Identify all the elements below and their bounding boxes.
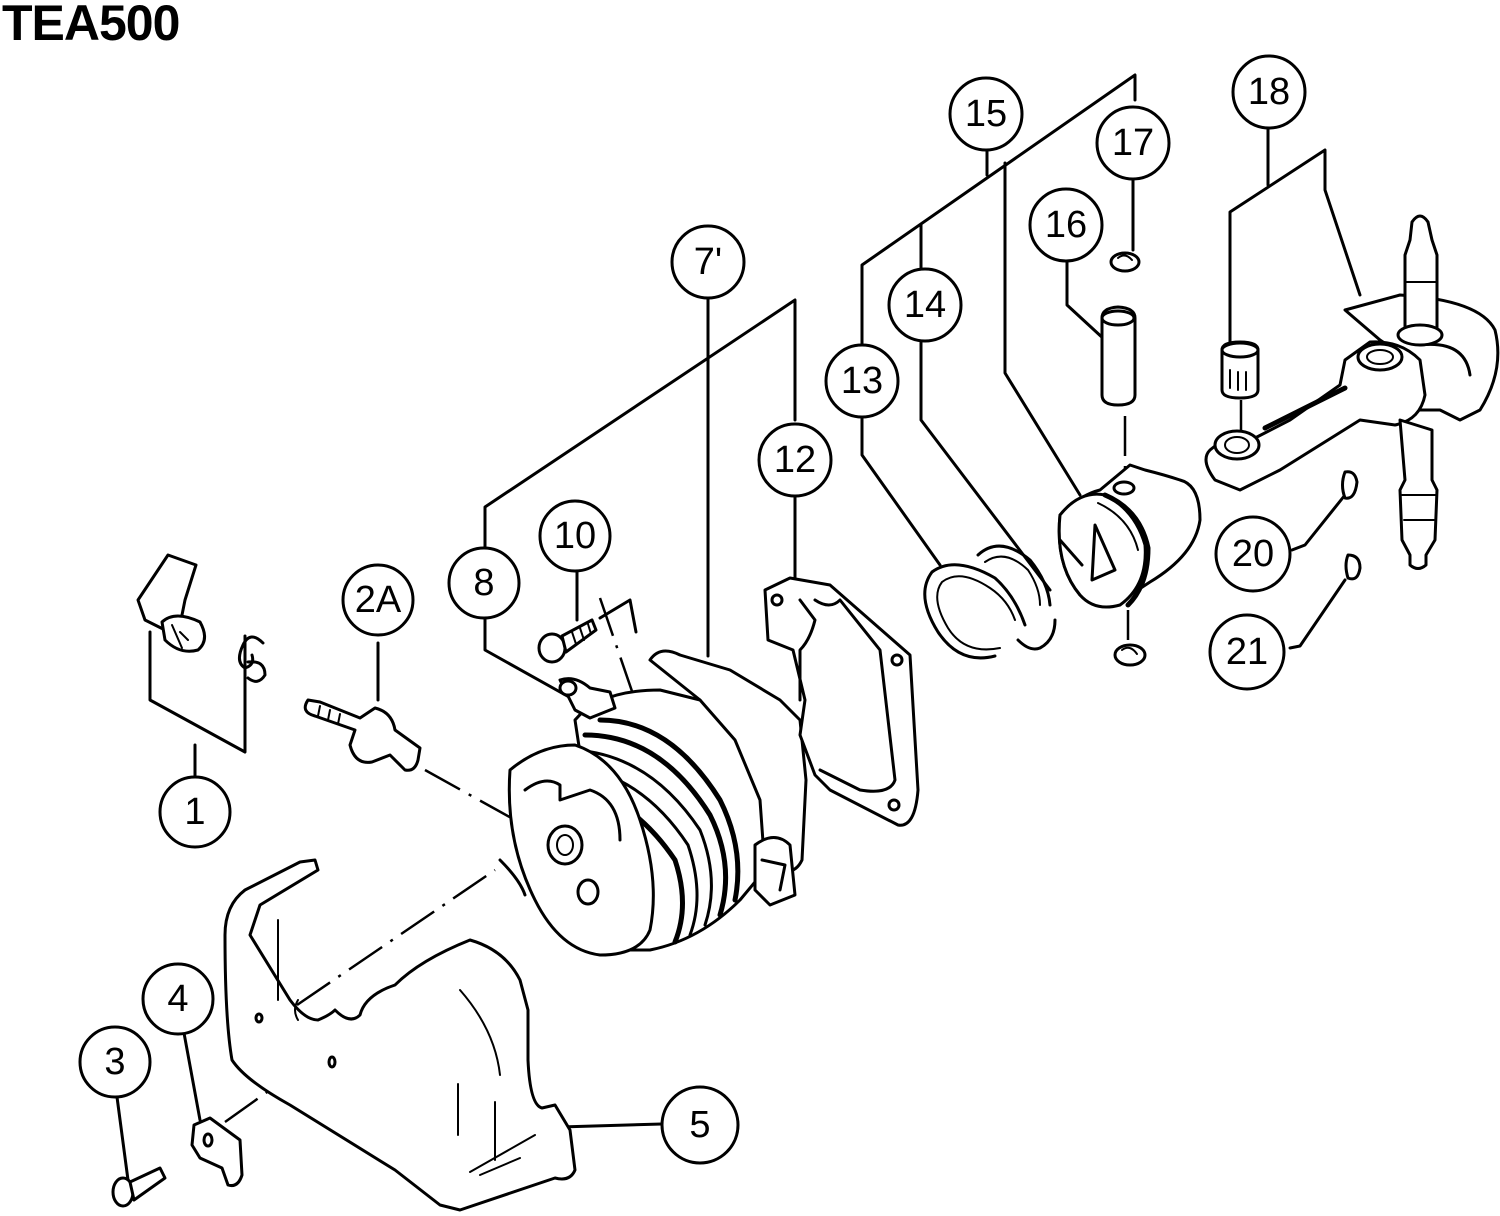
callout-label: 3 — [104, 1041, 125, 1083]
callout-label: 18 — [1248, 71, 1290, 113]
part-17-circlip-bottom — [1113, 643, 1147, 667]
callout-label: 7' — [694, 241, 722, 283]
callout-label: 4 — [167, 978, 188, 1020]
callout-label: 2A — [355, 579, 402, 621]
callout-label: 1 — [184, 791, 205, 833]
callout-5[interactable]: 5 — [660, 1085, 740, 1165]
callout-1[interactable]: 1 — [158, 775, 232, 849]
part-4-nut — [190, 1116, 244, 1187]
callout-21[interactable]: 21 — [1208, 613, 1286, 691]
callout-15[interactable]: 15 — [948, 76, 1024, 152]
part-14-piston-ring — [976, 544, 1057, 651]
callout-14[interactable]: 14 — [887, 267, 963, 343]
part-21-key — [1344, 553, 1362, 581]
callout-label: 5 — [689, 1104, 710, 1146]
callout-13[interactable]: 13 — [824, 343, 900, 419]
callout-10[interactable]: 10 — [538, 499, 612, 573]
callout-4[interactable]: 4 — [141, 962, 215, 1036]
callout-label: 17 — [1112, 122, 1154, 164]
part-12-gasket — [763, 576, 920, 827]
part-16-piston-pin — [1100, 305, 1137, 407]
callout-2a[interactable]: 2A — [341, 563, 415, 637]
callout-label: 21 — [1226, 631, 1268, 673]
part-10-screw — [537, 598, 638, 664]
part-1-spark-plug-boot — [136, 553, 267, 683]
part-2a-spark-plug — [303, 698, 422, 772]
callout-label: 15 — [965, 93, 1007, 135]
callout-8[interactable]: 8 — [447, 546, 521, 620]
callout-label: 10 — [554, 515, 596, 557]
part-13-piston-ring — [923, 563, 1027, 660]
callout-label: 20 — [1232, 533, 1274, 575]
part-3-screw — [111, 1166, 167, 1208]
part-5-cylinder-cover — [223, 858, 577, 1212]
callout-18[interactable]: 18 — [1231, 54, 1307, 130]
callout-label: 12 — [774, 439, 816, 481]
callout-label: 8 — [473, 562, 494, 604]
part-15-piston — [1057, 463, 1202, 609]
part-7-cylinder — [498, 649, 808, 957]
part-20-key — [1341, 470, 1359, 500]
callout-label: 13 — [841, 360, 883, 402]
callout-label: 16 — [1045, 204, 1087, 246]
part-17-circlip-top — [1109, 251, 1141, 273]
part-18-crankshaft — [1204, 214, 1500, 570]
leader-lines — [115, 73, 1362, 1182]
callout-7[interactable]: 7' — [670, 224, 746, 300]
diagram-title: TEA500 — [2, 0, 180, 51]
callout-16[interactable]: 16 — [1028, 187, 1104, 263]
callout-20[interactable]: 20 — [1214, 515, 1292, 593]
callout-17[interactable]: 17 — [1095, 105, 1171, 181]
callout-12[interactable]: 12 — [757, 422, 833, 498]
callout-3[interactable]: 3 — [78, 1025, 152, 1099]
callout-label: 14 — [904, 284, 946, 326]
